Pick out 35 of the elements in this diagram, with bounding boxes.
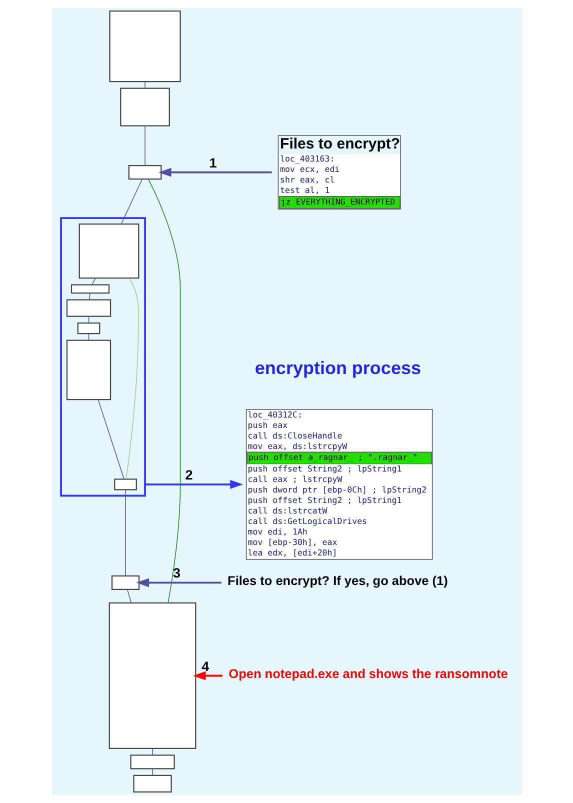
arrow [136,578,221,588]
node-box [110,575,140,590]
connector [124,489,126,576]
cluster [60,217,146,497]
label: encryption process [254,358,420,378]
connector [88,292,90,300]
node-box [130,754,174,770]
connector [97,399,124,480]
arrow [192,671,222,680]
connector [144,126,145,166]
node-box [108,602,196,750]
node-box [128,165,162,180]
arrow [144,480,242,489]
node-box [66,340,111,400]
node-box [76,322,100,334]
node-box [66,299,111,317]
connector [91,278,96,286]
edge-label: 2 [184,467,192,482]
node-box [70,284,110,294]
node-box [132,774,172,793]
connector [125,278,138,480]
edge-label: 4 [201,658,209,674]
edge-label: 1 [208,155,216,170]
arrow [158,168,272,177]
connector [126,589,132,604]
connector [144,81,145,88]
node-text: Open notepad.exe and shows the ransomnote [228,666,508,682]
connector [147,178,180,604]
node-box [78,224,139,279]
edge-label: 3 [172,566,180,581]
node-box [114,478,136,490]
node-text: Files to encrypt? If yes, go above (1) [227,573,448,588]
connector [120,178,142,224]
node-box [120,88,170,126]
node-box [108,10,180,82]
